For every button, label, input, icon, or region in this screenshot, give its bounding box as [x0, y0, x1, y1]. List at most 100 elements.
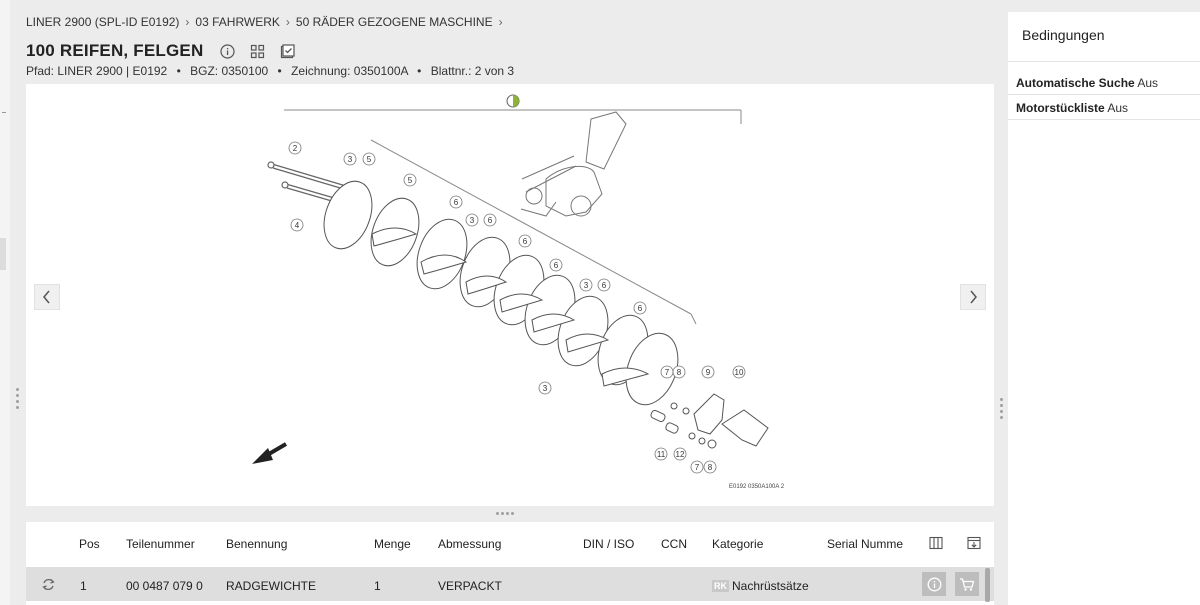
left-panel-tab[interactable]: [0, 238, 6, 270]
chevron-left-icon: [43, 290, 50, 304]
column-header-ccn[interactable]: CCN: [661, 537, 687, 551]
divider: [1008, 119, 1200, 120]
conditions-title: Bedingungen: [1022, 27, 1105, 43]
slot-cutouts: [371, 227, 650, 387]
path-bullet: •: [176, 64, 181, 78]
info-icon: [927, 577, 941, 591]
condition-value: Aus: [1107, 101, 1129, 115]
breadcrumb: LINER 2900 (SPL-ID E0192) › 03 FAHRWERK …: [26, 15, 509, 29]
info-icon[interactable]: [219, 43, 235, 59]
condition-value: Aus: [1137, 76, 1159, 90]
export-icon[interactable]: [967, 536, 981, 550]
svg-text:6: 6: [488, 216, 493, 225]
drawing-code: E0192 0350A100A 2: [729, 484, 785, 490]
breadcrumb-separator-icon: ›: [185, 15, 190, 29]
svg-text:3: 3: [470, 216, 475, 225]
svg-text:7: 7: [665, 368, 670, 377]
column-settings-icon[interactable]: [929, 536, 943, 550]
callout-labels: 2 3 5 4 5 6 3 6 6 6 3 6 6 3 7 8 9 10 11 …: [288, 141, 746, 474]
svg-text:3: 3: [543, 384, 548, 393]
column-header-abmessung[interactable]: Abmessung: [438, 537, 502, 551]
svg-text:3: 3: [584, 281, 589, 290]
svg-text:2: 2: [293, 144, 298, 153]
condition-label: Motorstückliste: [1016, 101, 1105, 115]
column-header-benennung[interactable]: Benennung: [226, 537, 288, 551]
title-row: 100 REIFEN, FELGEN: [26, 41, 309, 61]
svg-text:6: 6: [454, 198, 459, 207]
condition-automatic-search[interactable]: Automatische Suche Aus: [1016, 76, 1158, 90]
category-badge: RK: [712, 580, 729, 592]
column-header-teilenummer[interactable]: Teilenummer: [126, 537, 195, 551]
conditions-panel: Bedingungen Automatische Suche Aus Motor…: [1008, 12, 1200, 605]
bgz-label: BGZ: 0350100: [190, 64, 269, 78]
drawing-label: Zeichnung: 0350100A: [291, 64, 408, 78]
breadcrumb-item-fahrwerk[interactable]: 03 FAHRWERK: [195, 15, 280, 29]
path-info: Pfad: LINER 2900 | E0192 • BGZ: 0350100 …: [26, 64, 514, 78]
main-content: LINER 2900 (SPL-ID E0192) › 03 FAHRWERK …: [10, 0, 1008, 605]
cell-abmessung: VERPACKT: [438, 579, 502, 593]
divider: [1008, 94, 1200, 95]
parts-table: Pos Teilenummer Benennung Menge Abmessun…: [26, 522, 994, 605]
page-title: 100 REIFEN, FELGEN: [26, 41, 204, 60]
path-bullet: •: [417, 64, 422, 78]
svg-text:8: 8: [708, 463, 713, 472]
exploded-drawing-viewer[interactable]: 2 3 5 4 5 6 3 6 6 6 3 6 6 3 7 8 9 10 11 …: [26, 84, 994, 506]
checklist-icon[interactable]: [279, 43, 295, 59]
svg-text:9: 9: [706, 368, 711, 377]
svg-text:3: 3: [348, 155, 353, 164]
svg-text:6: 6: [602, 281, 607, 290]
svg-text:10: 10: [735, 368, 744, 377]
table-scrollbar[interactable]: [985, 568, 990, 602]
svg-text:6: 6: [554, 261, 559, 270]
svg-text:12: 12: [676, 450, 685, 459]
title-actions: [219, 43, 309, 59]
table-header: Pos Teilenummer Benennung Menge Abmessun…: [26, 522, 994, 566]
chevron-right-icon: [970, 290, 977, 304]
table-row[interactable]: 1 00 0487 079 0 RADGEWICHTE 1 VERPACKT R…: [26, 567, 994, 601]
breadcrumb-item-raeder[interactable]: 50 RÄDER GEZOGENE MASCHINE: [295, 15, 493, 29]
svg-text:5: 5: [367, 155, 372, 164]
condition-label: Automatische Suche: [1016, 76, 1135, 90]
svg-text:5: 5: [408, 176, 413, 185]
sheet-number-label: Blattnr.: 2 von 3: [430, 64, 515, 78]
cart-icon: [960, 577, 975, 591]
cell-teilenummer: 00 0487 079 0: [126, 579, 203, 593]
column-header-serial-number[interactable]: Serial Numme: [827, 537, 903, 551]
path-label: Pfad: LINER 2900 | E0192: [26, 64, 168, 78]
svg-text:6: 6: [638, 304, 643, 313]
divider: [1008, 61, 1200, 62]
svg-text:11: 11: [657, 450, 666, 459]
refresh-icon[interactable]: [41, 577, 56, 595]
cell-menge: 1: [374, 579, 381, 593]
svg-text:7: 7: [695, 463, 700, 472]
left-panel-marker: [2, 112, 6, 113]
column-header-din-iso[interactable]: DIN / ISO: [583, 537, 635, 551]
column-header-kategorie[interactable]: Kategorie: [712, 537, 764, 551]
row-info-button[interactable]: [922, 572, 946, 596]
breadcrumb-separator-icon: ›: [498, 15, 503, 29]
path-bullet: •: [277, 64, 282, 78]
left-collapsed-panel[interactable]: [0, 0, 19, 605]
cell-pos: 1: [80, 579, 87, 593]
next-sheet-button[interactable]: [960, 284, 986, 310]
small-hardware: [650, 393, 769, 449]
svg-text:8: 8: [677, 368, 682, 377]
svg-text:4: 4: [295, 221, 300, 230]
column-header-pos[interactable]: Pos: [79, 537, 100, 551]
grid-icon[interactable]: [249, 43, 265, 59]
hub-assembly: [520, 111, 627, 217]
breadcrumb-separator-icon: ›: [285, 15, 290, 29]
previous-sheet-button[interactable]: [34, 284, 60, 310]
panel-splitter-handle[interactable]: [496, 512, 516, 515]
breadcrumb-item-machine[interactable]: LINER 2900 (SPL-ID E0192): [26, 15, 180, 29]
svg-text:6: 6: [523, 237, 528, 246]
parts-drawing: 2 3 5 4 5 6 3 6 6 6 3 6 6 3 7 8 9 10 11 …: [252, 94, 785, 490]
add-to-cart-button[interactable]: [955, 572, 979, 596]
direction-arrow-icon: [252, 442, 288, 464]
column-header-menge[interactable]: Menge: [374, 537, 411, 551]
category-label: Nachrüstsätze: [732, 579, 809, 593]
condition-engine-parts-list[interactable]: Motorstückliste Aus: [1016, 101, 1128, 115]
left-resize-handle[interactable]: [16, 388, 20, 412]
right-resize-handle[interactable]: [1000, 398, 1004, 422]
